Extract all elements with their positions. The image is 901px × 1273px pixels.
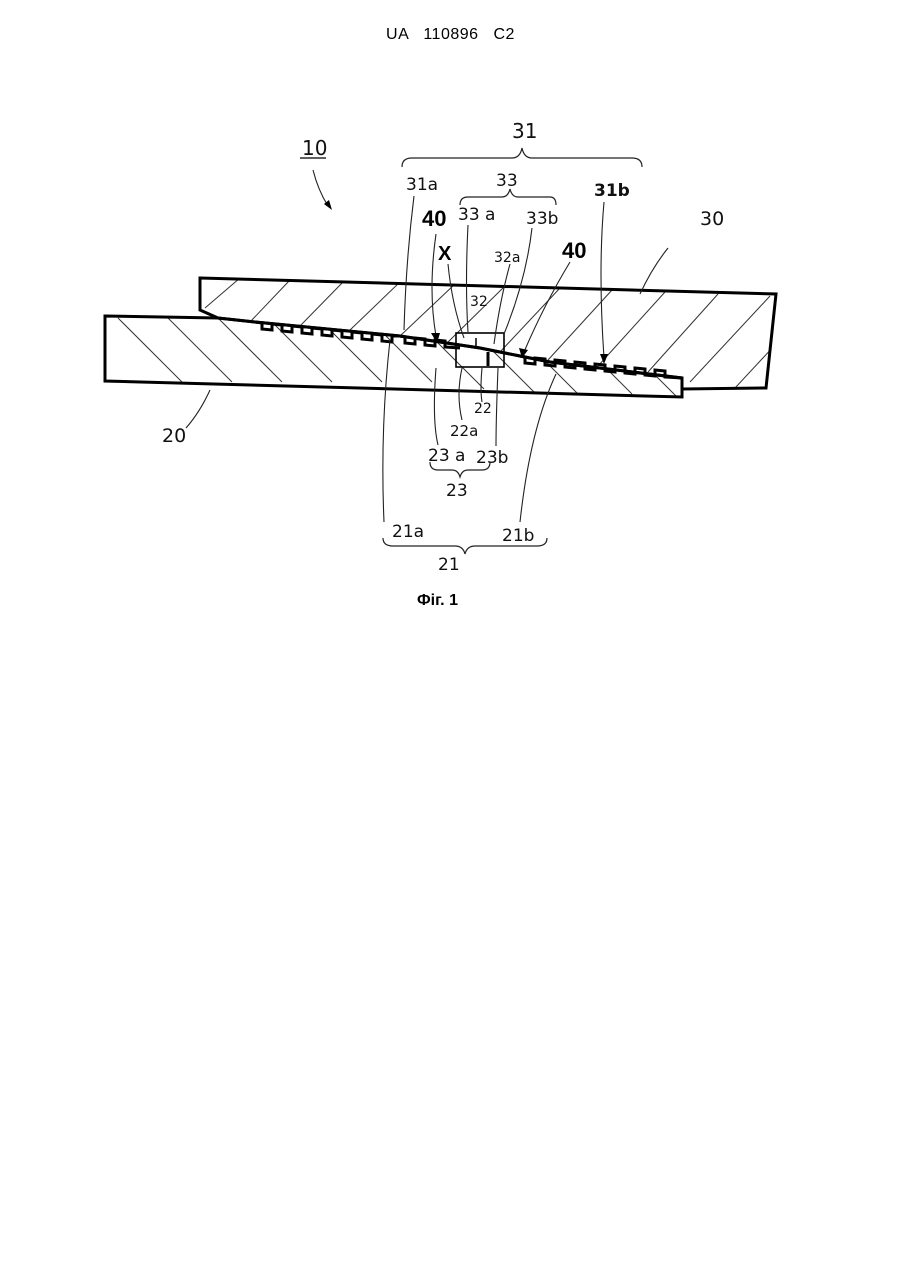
label-32a: 32a: [494, 250, 520, 266]
label-40-left: 40: [422, 206, 446, 231]
label-30: 30: [700, 208, 724, 230]
label-21: 21: [438, 555, 460, 575]
brace-33: [460, 189, 556, 205]
label-21a: 21a: [392, 522, 424, 542]
label-40-right: 40: [562, 238, 586, 263]
label-10: 10: [302, 136, 327, 160]
label-33b: 33b: [526, 209, 558, 229]
label-X: X: [438, 243, 452, 265]
brace-31: [402, 148, 642, 167]
label-20: 20: [162, 425, 186, 447]
label-33: 33: [496, 171, 518, 191]
label-22a: 22a: [450, 422, 478, 440]
ref-10-arrow: [313, 170, 328, 206]
label-23a: 23 a: [428, 446, 465, 466]
label-23b: 23b: [476, 448, 508, 468]
figure-caption: Фіг. 1: [0, 592, 875, 610]
label-22: 22: [474, 401, 492, 417]
label-33a: 33 a: [458, 205, 495, 225]
label-23: 23: [446, 481, 468, 501]
label-31: 31: [512, 119, 537, 143]
label-31a: 31a: [406, 175, 438, 195]
label-31b: 31b: [594, 181, 630, 201]
lower-plate-20: [105, 316, 682, 397]
label-21b: 21b: [502, 526, 534, 546]
label-32: 32: [470, 294, 488, 310]
